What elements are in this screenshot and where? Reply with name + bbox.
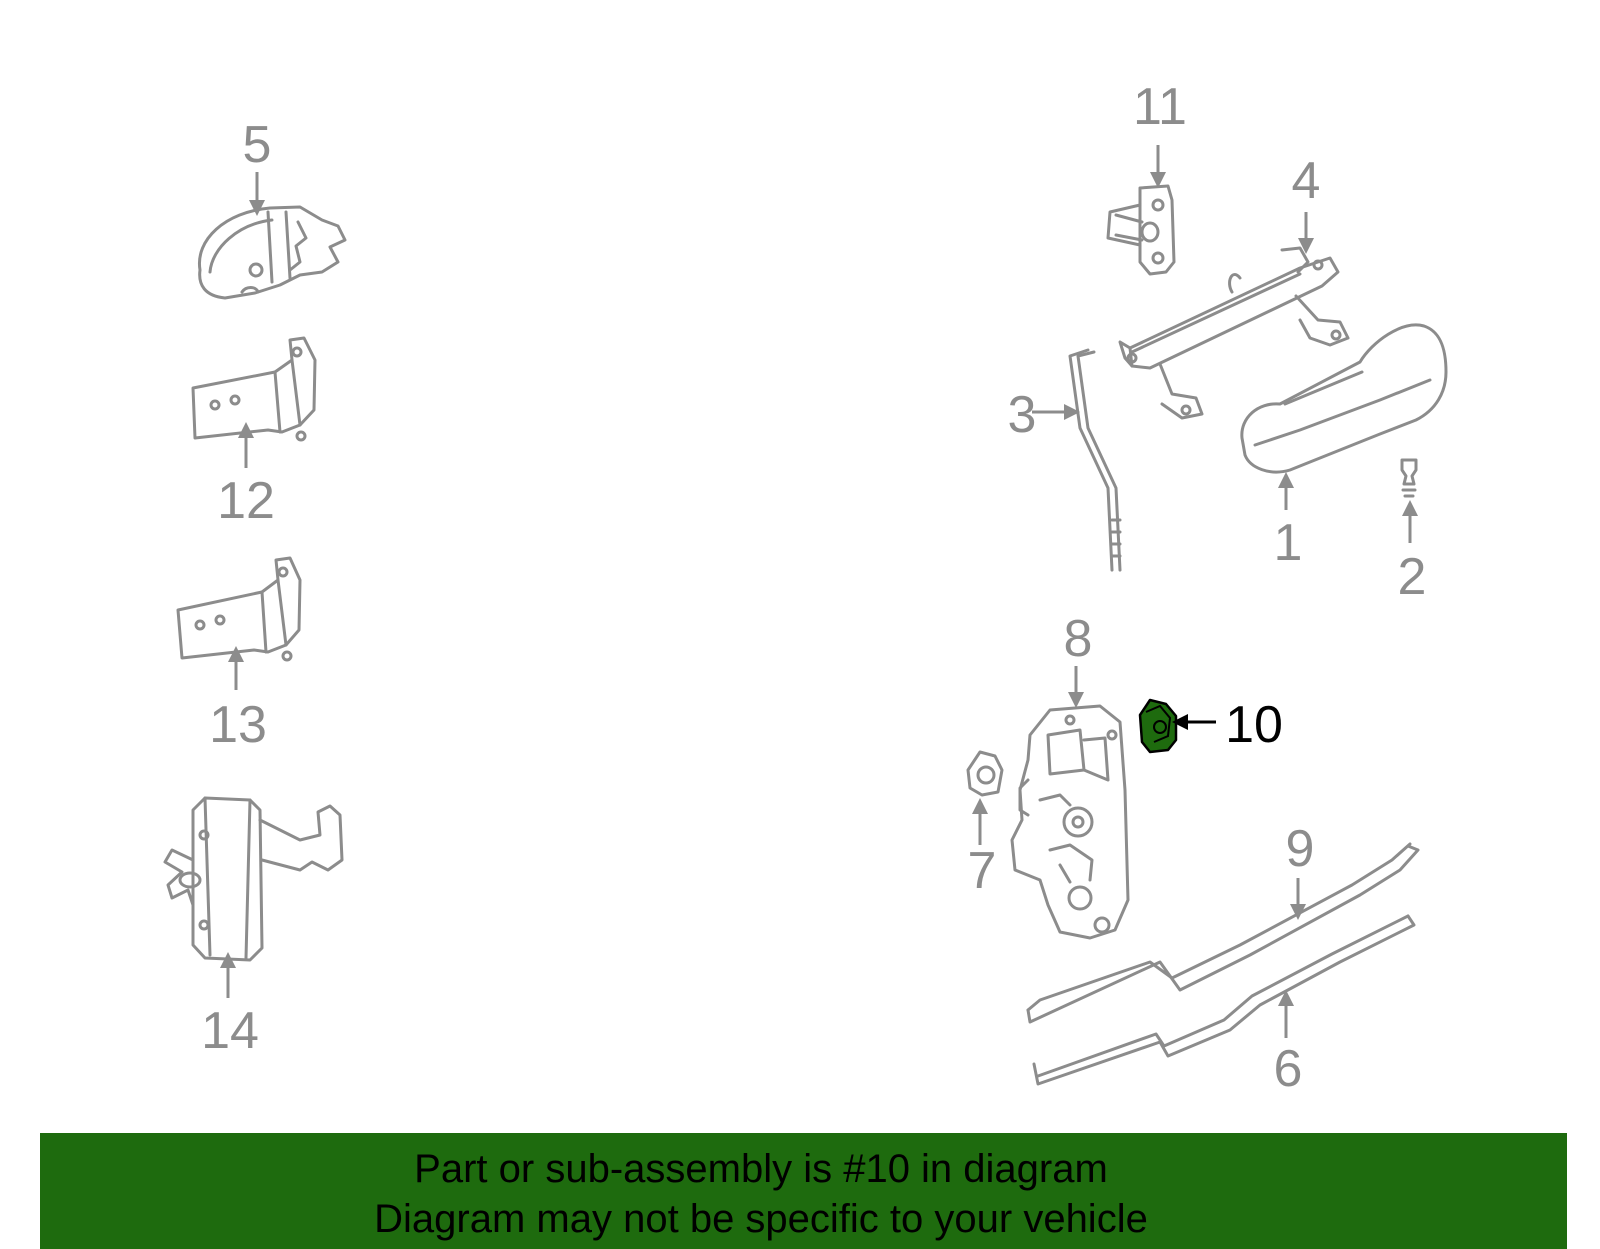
part-13-lower-hinge xyxy=(176,556,302,662)
svg-text:8: 8 xyxy=(1064,610,1093,668)
callout-3: 3 xyxy=(1008,386,1080,444)
svg-text:10: 10 xyxy=(1225,696,1283,754)
part-9-rod xyxy=(1026,842,1420,1024)
part-14-door-check xyxy=(163,796,344,962)
svg-text:13: 13 xyxy=(209,696,267,754)
callout-4: 4 xyxy=(1292,152,1321,254)
part-8-lock-assembly xyxy=(1010,704,1130,940)
callout-10: 10 xyxy=(1172,696,1283,754)
svg-text:2: 2 xyxy=(1398,548,1427,606)
svg-text:14: 14 xyxy=(201,1002,259,1060)
callout-13: 13 xyxy=(209,646,267,754)
callout-1: 1 xyxy=(1274,472,1303,572)
part-7-clip xyxy=(966,750,1004,797)
part-12-upper-hinge xyxy=(191,336,317,442)
part-11-striker xyxy=(1106,184,1176,276)
callout-12: 12 xyxy=(217,422,275,530)
svg-text:3: 3 xyxy=(1008,386,1037,444)
svg-text:4: 4 xyxy=(1292,152,1321,210)
callout-8: 8 xyxy=(1064,610,1093,708)
banner-line-2: Diagram may not be specific to your vehi… xyxy=(374,1197,1148,1241)
part-6-rod xyxy=(1032,914,1416,1086)
part-5-inside-handle xyxy=(197,205,347,300)
svg-text:7: 7 xyxy=(968,842,997,900)
callout-9: 9 xyxy=(1286,820,1315,920)
callout-7: 7 xyxy=(968,798,997,900)
svg-text:9: 9 xyxy=(1286,820,1315,878)
svg-text:5: 5 xyxy=(243,116,272,174)
svg-text:12: 12 xyxy=(217,472,275,530)
callout-5: 5 xyxy=(243,116,272,216)
svg-text:11: 11 xyxy=(1133,78,1187,136)
banner-line-1: Part or sub-assembly is #10 in diagram xyxy=(414,1147,1108,1191)
callout-2: 2 xyxy=(1398,500,1427,606)
callout-6: 6 xyxy=(1274,990,1303,1098)
callout-11: 11 xyxy=(1133,78,1187,188)
part-10-highlighted xyxy=(1138,698,1178,754)
part-1-outside-handle xyxy=(1240,323,1448,474)
part-2-screw xyxy=(1400,458,1418,498)
callout-14: 14 xyxy=(201,952,259,1060)
part-4-handle-bracket xyxy=(1118,246,1350,420)
info-banner: Part or sub-assembly is #10 in diagram D… xyxy=(40,1133,1567,1249)
svg-text:1: 1 xyxy=(1274,514,1303,572)
svg-text:6: 6 xyxy=(1274,1040,1303,1098)
part-3-rod xyxy=(1068,348,1122,572)
